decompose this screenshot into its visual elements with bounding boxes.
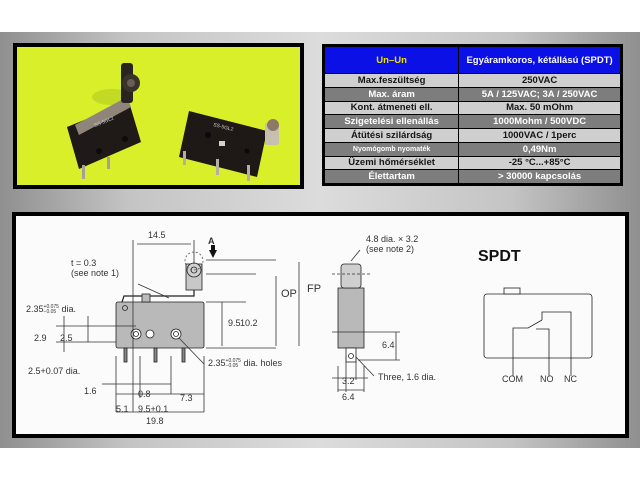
spec-header-key: Un–Un xyxy=(323,46,460,74)
spec-value: > 30000 kapcsolás xyxy=(458,169,621,184)
dimension-drawing: 14.5 A t = 0.3 (see note 1) 2.35+0.075−0… xyxy=(16,216,625,434)
spec-value: -25 °C...+85°C xyxy=(458,155,621,171)
spec-row: Max.feszültség 250VAC xyxy=(323,73,621,88)
roller-dia: 4.8 dia. × 3.2 xyxy=(366,234,419,244)
dimension-drawing-frame: 14.5 A t = 0.3 (see note 1) 2.35+0.075−0… xyxy=(12,212,629,438)
terminal-com-label: COM xyxy=(502,374,523,384)
dim-19-8: 19.8 xyxy=(146,416,164,426)
spec-row: Szigetelési ellenállás 1000Mohm / 500VDC xyxy=(323,114,621,129)
note-2-ref: (see note 2) xyxy=(366,244,415,254)
dim-3-2: 3.2 xyxy=(342,376,355,386)
microswitch-photo-illustration: SS-5GL2 SS-5GL2 xyxy=(67,63,279,181)
dim-10-2: 10.2 xyxy=(240,318,258,328)
spec-key: Élettartam xyxy=(323,169,460,184)
spec-key: Kont. átmeneti ell. xyxy=(323,100,460,116)
spec-row: Max. áram 5A / 125VAC; 3A / 250VAC xyxy=(323,86,621,102)
dim-7-3: 7.3 xyxy=(180,393,193,403)
spec-key: Max.feszültség xyxy=(323,73,460,88)
specifications-table: Un–Un Egyáramkoros, kétállású (SPDT) Max… xyxy=(322,44,623,186)
product-photo-frame: SS-5GL2 SS-5GL2 xyxy=(13,43,304,189)
operating-position-label: OP xyxy=(281,288,297,300)
spec-key: Üzemi hőmérséklet xyxy=(323,155,460,171)
spec-row: Kont. átmeneti ell. Max. 50 mOhm xyxy=(323,100,621,116)
terminal-no-label: NO xyxy=(540,374,554,384)
product-photo: SS-5GL2 SS-5GL2 xyxy=(17,47,300,185)
spec-header-row: Un–Un Egyáramkoros, kétállású (SPDT) xyxy=(323,46,621,74)
note-1-ref: (see note 1) xyxy=(71,268,120,278)
dim-5-1: 5.1 xyxy=(116,404,129,414)
spec-row: Nyomógomb nyomaték 0,49Nm xyxy=(323,141,621,157)
terminal-nc-label: NC xyxy=(564,374,577,384)
spec-value: 0,49Nm xyxy=(458,141,621,157)
spec-value: 5A / 125VAC; 3A / 250VAC xyxy=(458,86,621,102)
free-position-label: FP xyxy=(307,283,322,295)
dim-6-4-bottom: 6.4 xyxy=(342,392,355,402)
dim-9-5-tol: 9.5+0.1 xyxy=(138,404,169,414)
spec-key: Nyomógomb nyomaték xyxy=(323,141,460,157)
dim-6-4-side: 6.4 xyxy=(382,340,395,350)
spec-value: 1000Mohm / 500VDC xyxy=(458,114,621,129)
spec-row: Átütési szilárdság 1000VAC / 1perc xyxy=(323,128,621,143)
spec-header-value: Egyáramkoros, kétállású (SPDT) xyxy=(458,46,621,74)
dim-14-5: 14.5 xyxy=(148,230,166,240)
technical-drawing-lines xyxy=(56,240,593,413)
pin-dia: 2.5+0.07 dia. xyxy=(28,366,81,376)
mounting-hole-dia: 2.35+0.075−0.05 dia. xyxy=(26,303,76,315)
dim-2-5: 2.5 xyxy=(60,333,73,343)
terminal-count-dia: Three, 1.6 dia. xyxy=(378,372,437,382)
actuator-direction-label: A xyxy=(208,236,215,246)
spec-value: Max. 50 mOhm xyxy=(458,100,621,116)
dim-1-6: 1.6 xyxy=(84,386,97,396)
terminal-hole-dia: 2.35+0.075−0.05 dia. holes xyxy=(208,357,283,369)
spec-value: 1000VAC / 1perc xyxy=(458,128,621,143)
dim-0-8: 0.8 xyxy=(138,389,151,399)
spec-row: Üzemi hőmérséklet -25 °C...+85°C xyxy=(323,155,621,171)
lever-thickness: t = 0.3 xyxy=(71,258,97,268)
spec-key: Átütési szilárdság xyxy=(323,128,460,143)
spec-row: Élettartam > 30000 kapcsolás xyxy=(323,169,621,184)
spec-value: 250VAC xyxy=(458,73,621,88)
schematic-title: SPDT xyxy=(478,248,521,265)
spec-key: Max. áram xyxy=(323,86,460,102)
dim-2-9: 2.9 xyxy=(34,333,47,343)
dim-9-5: 9.5 xyxy=(228,318,241,328)
spec-key: Szigetelési ellenállás xyxy=(323,114,460,129)
svg-text:SS-5GL2: SS-5GL2 xyxy=(213,122,235,133)
